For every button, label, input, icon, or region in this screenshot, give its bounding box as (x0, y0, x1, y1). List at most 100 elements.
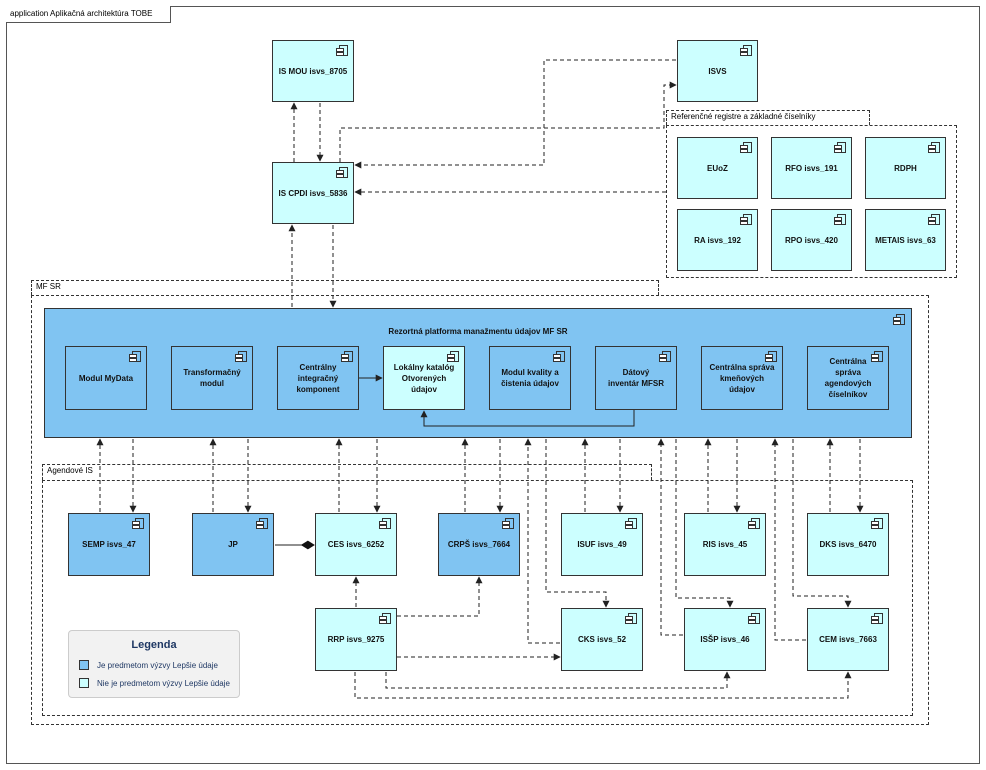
component-label: JP (228, 540, 238, 549)
component-label: CES isvs_6252 (327, 540, 385, 549)
component-label: Modul kvality a čistenia údajov (501, 368, 559, 388)
component-label: ISUF isvs_49 (577, 540, 627, 549)
component-jp[interactable]: JP (192, 513, 274, 576)
component-label: RDPH (894, 163, 917, 173)
agendove-group (42, 480, 913, 716)
legend-swatch-out-of-scope (79, 678, 89, 688)
component-icon (625, 518, 637, 529)
component-icon (834, 214, 846, 225)
component-icon (336, 45, 348, 56)
component-transformacny[interactable]: Transformačný modul (171, 346, 253, 410)
component-icon (740, 142, 752, 153)
component-icon (748, 518, 760, 529)
component-icon (553, 351, 565, 362)
component-inventar[interactable]: Dátový inventár MFSR (595, 346, 677, 410)
legend-title: Legenda (131, 639, 177, 651)
edge-platform-issp (675, 439, 734, 608)
legend-label: Nie je predmetom výzvy Lepšie údaje (97, 678, 230, 688)
component-kvalita[interactable]: Modul kvality a čistenia údajov (489, 346, 571, 410)
component-label: CKS isvs_52 (577, 635, 627, 644)
component-metais[interactable]: METAIS isvs_63 (865, 209, 946, 271)
component-is-cpdi[interactable]: IS CPDI isvs_5836 (272, 162, 354, 224)
component-label: EUoZ (707, 163, 728, 173)
component-rdph[interactable]: RDPH (865, 137, 946, 199)
component-semp[interactable]: SEMP isvs_47 (68, 513, 150, 576)
component-rrp[interactable]: RRP isvs_9275 (315, 608, 397, 671)
component-label: METAIS isvs_63 (875, 235, 936, 245)
edge-platform-cks (545, 439, 610, 608)
component-label: IS CPDI isvs_5836 (278, 188, 348, 198)
component-label: Centrálny integračný komponent (296, 362, 340, 394)
component-label: IS MOU isvs_8705 (278, 66, 348, 76)
legend: Legenda Je predmetom výzvy Lepšie údaje … (68, 630, 240, 698)
component-mydata[interactable]: Modul MyData (65, 346, 147, 410)
component-icon (765, 351, 777, 362)
component-icon (740, 214, 752, 225)
component-label: Dátový inventár MFSR (607, 368, 664, 388)
component-kmenove[interactable]: Centrálna správa kmeňových údajov (701, 346, 783, 410)
component-label: ISVS (708, 66, 727, 76)
mfsr-group-label: MF SR (31, 280, 659, 295)
component-label: Centrálna správa agendových číselníkov (824, 357, 872, 399)
edge-platform-cem (792, 439, 852, 608)
component-label: Centrálna správa kmeňových údajov (709, 362, 775, 394)
component-label: CRPŠ isvs_7664 (447, 540, 511, 549)
component-label: Modul MyData (78, 373, 134, 383)
component-label: DKS isvs_6470 (819, 540, 877, 549)
edge-isvs-cpdi (354, 59, 676, 169)
component-icon (235, 351, 247, 362)
component-label: RFO isvs_191 (785, 163, 838, 173)
component-label: RIS isvs_45 (702, 540, 748, 549)
component-is-mou[interactable]: IS MOU isvs_8705 (272, 40, 354, 102)
component-agendove-ciselniky[interactable]: Centrálna správa agendových číselníkov (807, 346, 889, 410)
component-icon (379, 613, 391, 624)
diagram-frame (6, 6, 980, 764)
component-icon (625, 613, 637, 624)
component-icon (834, 142, 846, 153)
platform-title: Rezortná platforma manažmentu údajov MF … (388, 327, 568, 336)
component-icon (341, 351, 353, 362)
component-rfo[interactable]: RFO isvs_191 (771, 137, 852, 199)
component-isuf[interactable]: ISUF isvs_49 (561, 513, 643, 576)
component-katalog[interactable]: Lokálny katalóg Otvorených údajov (383, 346, 465, 410)
component-rpo[interactable]: RPO isvs_420 (771, 209, 852, 271)
component-issp[interactable]: ISŠP isvs_46 (684, 608, 766, 671)
component-icon (256, 518, 268, 529)
component-icon (129, 351, 141, 362)
component-cem[interactable]: CEM isvs_7663 (807, 608, 889, 671)
legend-item: Nie je predmetom výzvy Lepšie údaje (79, 677, 230, 689)
component-label: Transformačný modul (183, 368, 241, 388)
component-ra[interactable]: RA isvs_192 (677, 209, 758, 271)
component-icon (447, 351, 459, 362)
edge-cks-platform (524, 438, 560, 644)
component-label: Lokálny katalóg Otvorených údajov (393, 362, 455, 394)
component-icon (659, 351, 671, 362)
diagram-title: application Aplikačná architektúra TOBE (6, 6, 172, 23)
component-icon (379, 518, 391, 529)
component-icon (871, 613, 883, 624)
component-ris[interactable]: RIS isvs_45 (684, 513, 766, 576)
component-euoz[interactable]: EUoZ (677, 137, 758, 199)
component-ces[interactable]: CES isvs_6252 (315, 513, 397, 576)
component-integracny[interactable]: Centrálny integračný komponent (277, 346, 359, 410)
component-label: RPO isvs_420 (785, 235, 838, 245)
legend-swatch-in-scope (79, 660, 89, 670)
component-icon (748, 613, 760, 624)
component-icon (928, 142, 940, 153)
edge-issp-platform (657, 438, 683, 636)
legend-label: Je predmetom výzvy Lepšie údaje (97, 660, 218, 670)
component-icon (336, 167, 348, 178)
component-crps[interactable]: CRPŠ isvs_7664 (438, 513, 520, 576)
component-isvs[interactable]: ISVS (677, 40, 758, 102)
component-label: ISŠP isvs_46 (700, 635, 750, 644)
component-icon (502, 518, 514, 529)
component-icon (740, 45, 752, 56)
registers-group (666, 125, 957, 278)
edge-cpdi-isvs (339, 81, 677, 162)
component-label: RA isvs_192 (694, 235, 741, 245)
edge-rrp-cem (354, 671, 852, 699)
component-cks[interactable]: CKS isvs_52 (561, 608, 643, 671)
edge-inventar-katalog (420, 410, 635, 427)
component-dks[interactable]: DKS isvs_6470 (807, 513, 889, 576)
